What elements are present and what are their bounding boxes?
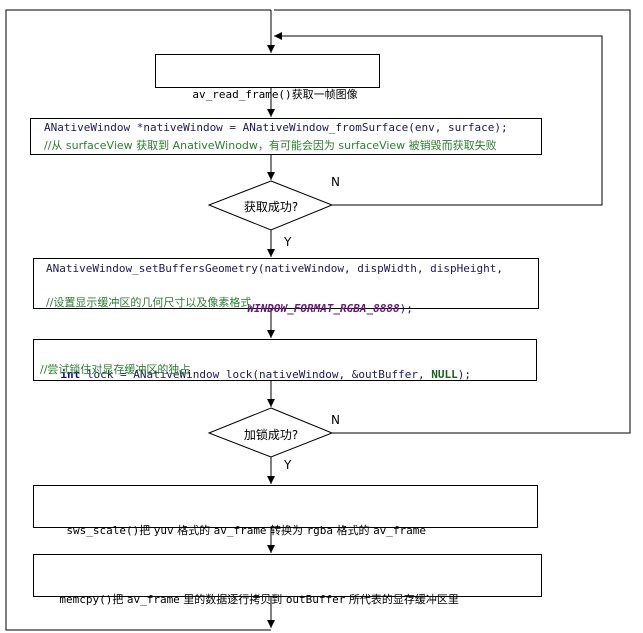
lock-code-end: ); [457,368,471,381]
sws-a: sws_scale() [66,524,140,537]
loop-left-line [5,9,271,631]
from-surface-comment: //从 surfaceView 获取到 AnativeWinodw，有可能会因为… [44,139,497,152]
edge-d2-no [274,9,631,434]
node-read-frame: av_read_frame()获取一帧图像 [155,54,380,101]
read-code: av_read_frame() [192,88,292,101]
node-sws-scale: sws_scale()把 yuv 格式的 av_frame 转换为 rgba 格… [33,485,538,537]
d2-yes-label: Y [284,458,292,472]
decision-d2-shape [207,407,334,458]
node-from-surface: ANativeWindow *nativeWindow = ANativeWin… [30,118,542,155]
sws-c: yuv [153,524,174,537]
memcpy-b: 把 [112,593,127,606]
sws-g: rgba [306,524,334,537]
sws-d: 格式的 [173,524,214,537]
edge-d1-no [274,32,603,206]
memcpy-e: outBuffer [285,593,346,606]
lock-kw-null: NULL [431,368,458,381]
lock-comment: //尝试锁住对显存缓冲区的独占 [40,363,191,376]
lock-code: lock = ANativeWindow_lock(nativeWindow, … [80,368,432,381]
sws-e: av_frame [213,524,267,537]
sws-i: av_frame [373,524,427,537]
sws-h: 格式的 [333,524,374,537]
lock-kw-int: int [60,368,81,381]
decision-d1-shape [207,180,334,231]
d1-no-label: N [331,175,340,189]
memcpy-c: av_frame [126,593,180,606]
from-surface-code: ANativeWindow *nativeWindow = ANativeWin… [44,121,508,134]
memcpy-a: memcpy() [59,593,113,606]
d2-no-label: N [331,413,340,427]
set-buffers-comment: //设置显示缓冲区的几何尺寸以及像素格式 [46,296,252,309]
memcpy-d: 里的数据逐行拷贝到 [179,593,286,606]
set-buffers-tail: ); [399,302,413,315]
set-buffers-code: ANativeWindow_setBuffersGeometry(nativeW… [46,262,503,275]
decision-d1-label: 获取成功? [243,200,299,214]
set-buffers-constant: WINDOW_FORMAT_RGBA_8888 [247,302,400,315]
node-lock: int lock = ANativeWindow_lock(nativeWind… [33,339,537,381]
node-set-buffers-geometry: ANativeWindow_setBuffersGeometry(nativeW… [33,258,539,315]
d1-yes-label: Y [284,235,292,249]
decision-d2-label: 加锁成功? [243,428,299,442]
sws-b: 把 [139,524,154,537]
read-text: 获取一帧图像 [291,88,358,101]
memcpy-f: 所代表的显存缓冲区里 [345,593,459,606]
sws-f: 转换为 [266,524,307,537]
node-memcpy: memcpy()把 av_frame 里的数据逐行拷贝到 outBuffer 所… [33,554,542,606]
